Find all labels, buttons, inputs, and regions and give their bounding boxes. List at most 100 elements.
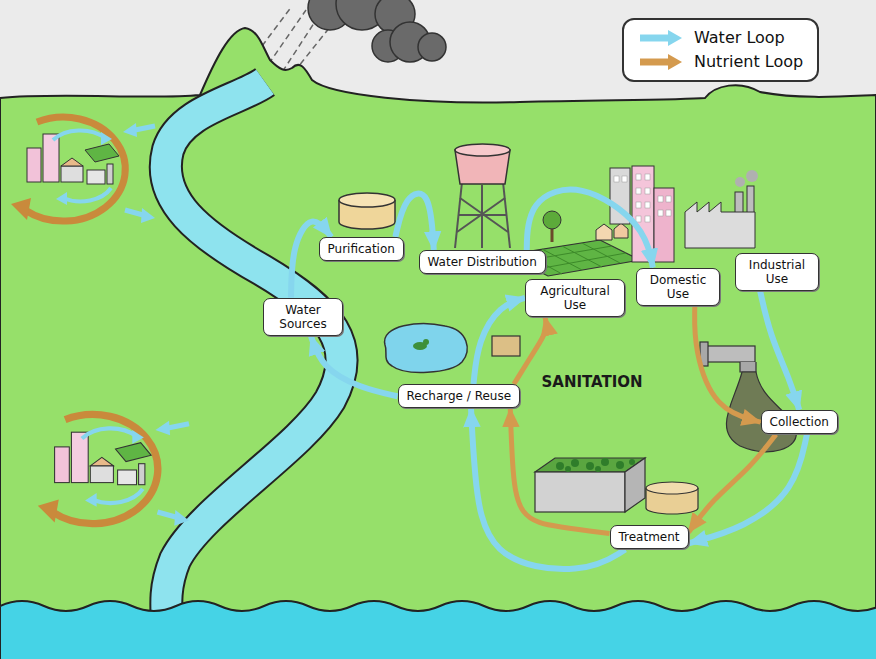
water-tower [481,185,483,248]
city-buildings [645,188,650,194]
sewer-pipe [740,362,756,372]
treatment-wetland [556,462,564,470]
legend-arrow-sample [668,30,682,46]
water-loop-arrow [689,434,807,543]
river [166,82,342,640]
recharge-pond [385,324,468,373]
treatment-wetland [535,472,625,512]
factory [735,192,743,214]
legend-label: Water Loop [694,26,785,50]
city-buildings [645,216,650,222]
label-text: Water Distribution [428,255,537,269]
city-buildings [636,216,641,222]
tree [543,211,561,229]
treatment-wetland [595,466,601,472]
label-box: Water Distribution [419,250,546,274]
legend-arrow-sample [640,35,670,42]
label-box: Collection [761,410,838,434]
purification-tank [339,193,395,229]
town-illustration [11,117,155,223]
label-box: Domestic Use [636,268,720,307]
treatment-tank [646,482,698,494]
factory [747,186,754,214]
sewer-pipe [705,346,755,362]
treatment-wetland [629,459,635,465]
water-tower [455,144,510,156]
label-box: Treatment [610,525,689,549]
land-and-mountains [0,28,876,659]
water-tower [457,198,505,232]
label-text: Water Sources [272,303,334,332]
treatment-wetland [586,462,594,470]
houses [596,223,628,240]
river [166,82,342,640]
legend-label: Nutrient Loop [694,50,803,74]
city-buildings [622,176,627,182]
label-box: Recharge / Reuse [398,384,521,408]
tree [543,211,561,242]
water-loop-arrow [527,190,653,268]
legend-arrow-sample [668,54,682,70]
treatment-wetland [535,458,645,512]
city-buildings [666,196,671,202]
water-loop-arrow [471,408,625,569]
recharge-pond [385,324,468,373]
water-loop-arrow [395,194,433,250]
label-text: Recharge / Reuse [407,389,512,403]
legend-arrow-sample [638,29,684,47]
houses [614,223,628,238]
treatment-tank [646,482,698,514]
water-loop-arrow [473,298,525,384]
city-buildings [658,196,663,202]
city-buildings [636,188,641,194]
treatment-wetland [565,466,571,472]
treatment-wetland [616,461,624,469]
city-buildings [666,210,671,216]
factory [685,202,755,248]
legend-arrow-sample [640,59,670,66]
label-text: Agricultural Use [534,284,616,313]
water-loop-arrow [311,336,398,396]
factory [735,177,745,187]
label-box: Purification [319,237,404,261]
label-text: Treatment [619,530,680,544]
city-buildings [636,202,641,208]
reuse-tank [492,336,520,356]
sea [0,601,876,659]
water-loop-arrow [760,291,799,410]
recharge-pond [423,339,429,345]
crop-field [518,243,626,274]
town-illustration [38,414,189,525]
water-tower [455,144,510,248]
rain-cloud [418,33,446,61]
city-buildings [654,188,674,262]
legend-row: Nutrient Loop [638,50,803,74]
rain-cloud [308,0,446,62]
label-text: Purification [328,242,395,256]
factory [685,170,758,248]
city-buildings [610,166,674,262]
label-box: Agricultural Use [525,279,625,318]
houses [596,224,612,240]
city-buildings [636,174,641,180]
nutrient-loop-arrow [695,306,761,422]
legend-arrow-sample [638,53,684,71]
connector-group [291,190,807,569]
label-box: Industrial Use [735,253,819,292]
treatment-wetland [625,458,645,512]
sewer-pipe [700,342,756,372]
treatment-wetland [601,458,609,466]
treatment-wetland [556,458,635,472]
city-buildings [645,174,650,180]
water-loop-arrow [291,222,331,298]
label-box: Water Sources [263,298,343,337]
legend-row: Water Loop [638,26,803,50]
label-text: Domestic Use [645,273,711,302]
